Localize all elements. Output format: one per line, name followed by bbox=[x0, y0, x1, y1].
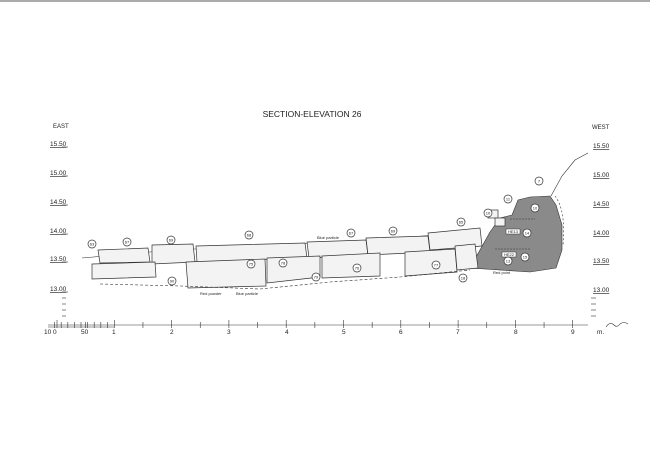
svg-text:77: 77 bbox=[434, 263, 439, 268]
elevation-label: 13.00 bbox=[593, 287, 610, 294]
stone-marker: 69 bbox=[166, 235, 176, 245]
svg-text:11: 11 bbox=[506, 197, 511, 202]
scale-label: 4 bbox=[285, 329, 289, 336]
stone-marker: 77 bbox=[431, 260, 441, 270]
stone-marker: 18 bbox=[458, 273, 468, 283]
stone-marker: 14 bbox=[522, 228, 532, 238]
scale-bar: 10 0 50 1 2 3 4 5 6 7 8 9 m. bbox=[44, 320, 604, 336]
elevation-label: 14.50 bbox=[593, 201, 610, 208]
svg-text:75: 75 bbox=[249, 262, 254, 267]
scale-label: 6 bbox=[399, 329, 403, 336]
bedrock-section: HE13 HE22 bbox=[469, 152, 589, 273]
stone-marker: 79 bbox=[311, 272, 321, 282]
scale-label: 2 bbox=[170, 329, 174, 336]
svg-text:67: 67 bbox=[125, 240, 130, 245]
elevation-label: 14.50 bbox=[50, 199, 67, 206]
svg-text:78: 78 bbox=[281, 261, 286, 266]
svg-text:7: 7 bbox=[538, 179, 541, 184]
he13-label: HE13 bbox=[508, 229, 519, 234]
stone-marker: 11 bbox=[503, 194, 513, 204]
stone-marker: 13 bbox=[503, 256, 513, 266]
scale-label: 8 bbox=[514, 329, 518, 336]
left-elevation-scale: 15.50 15.00 14.50 14.00 13.50 13.00 bbox=[50, 141, 68, 317]
svg-text:90: 90 bbox=[170, 279, 175, 284]
stone-marker: 67 bbox=[122, 237, 132, 247]
elevation-label: 13.50 bbox=[50, 256, 67, 263]
drawing-title: SECTION-ELEVATION 26 bbox=[263, 109, 362, 119]
signature bbox=[605, 322, 629, 328]
elevation-label: 15.00 bbox=[593, 172, 610, 179]
scale-label: 1 bbox=[112, 329, 116, 336]
svg-text:79: 79 bbox=[314, 275, 319, 280]
svg-text:18: 18 bbox=[461, 276, 466, 281]
stone-marker: 75 bbox=[246, 259, 256, 269]
svg-text:69: 69 bbox=[391, 229, 396, 234]
west-label: WEST bbox=[592, 125, 610, 131]
scale-label: 50 bbox=[81, 329, 89, 336]
svg-text:63: 63 bbox=[90, 242, 95, 247]
svg-text:14: 14 bbox=[525, 231, 530, 236]
stone-marker: 15 bbox=[520, 252, 530, 262]
stone-marker: 69 bbox=[388, 226, 398, 236]
elevation-label: 13.00 bbox=[50, 286, 67, 293]
svg-text:13: 13 bbox=[506, 259, 511, 264]
elevation-label: 14.00 bbox=[50, 228, 67, 235]
right-elevation-scale: 15.50 15.00 14.50 14.00 13.50 13.00 bbox=[591, 143, 610, 317]
he22-label: HE22 bbox=[504, 252, 515, 257]
stone-marker: 7 bbox=[534, 176, 544, 186]
svg-text:10: 10 bbox=[486, 211, 491, 216]
stone-courses bbox=[81, 209, 506, 290]
svg-text:10: 10 bbox=[533, 206, 538, 211]
east-label: EAST bbox=[53, 124, 69, 130]
stone-marker: 65 bbox=[456, 217, 466, 227]
stone-marker: 90 bbox=[167, 276, 177, 286]
elevation-label: 15.50 bbox=[50, 141, 67, 148]
red-powder-label: Red powder bbox=[200, 291, 222, 296]
scale-label: 3 bbox=[227, 329, 231, 336]
stone-marker: 76 bbox=[352, 263, 362, 273]
elevation-label: 15.50 bbox=[593, 143, 610, 150]
scale-label: 10 0 bbox=[44, 329, 57, 336]
svg-text:15: 15 bbox=[523, 255, 528, 260]
svg-text:65: 65 bbox=[459, 220, 464, 225]
scale-unit: m. bbox=[597, 329, 604, 336]
stone-number-markers: 63 67 69 68 67 69 65 10 11 7 10 14 15 13… bbox=[87, 176, 544, 286]
stone-marker: 10 bbox=[483, 208, 493, 218]
elevation-label: 13.50 bbox=[593, 258, 610, 265]
blue-particle-label: Blue particle bbox=[317, 235, 340, 240]
scale-label: 5 bbox=[342, 329, 346, 336]
svg-text:67: 67 bbox=[349, 231, 354, 236]
elevation-label: 15.00 bbox=[50, 170, 67, 177]
stone-marker: 63 bbox=[87, 239, 97, 249]
stone-marker: 10 bbox=[530, 203, 540, 213]
stone-marker: 67 bbox=[346, 228, 356, 238]
elevation-label: 14.00 bbox=[593, 230, 610, 237]
stone-marker: 78 bbox=[278, 258, 288, 268]
scale-label: 7 bbox=[456, 329, 460, 336]
svg-text:68: 68 bbox=[247, 233, 252, 238]
scale-label: 9 bbox=[571, 329, 575, 336]
stone-marker: 68 bbox=[244, 230, 254, 240]
svg-text:69: 69 bbox=[169, 238, 174, 243]
blue-particle-label: Blue particle bbox=[236, 291, 259, 296]
red-point-label: Red point bbox=[493, 270, 511, 275]
svg-text:76: 76 bbox=[355, 266, 360, 271]
